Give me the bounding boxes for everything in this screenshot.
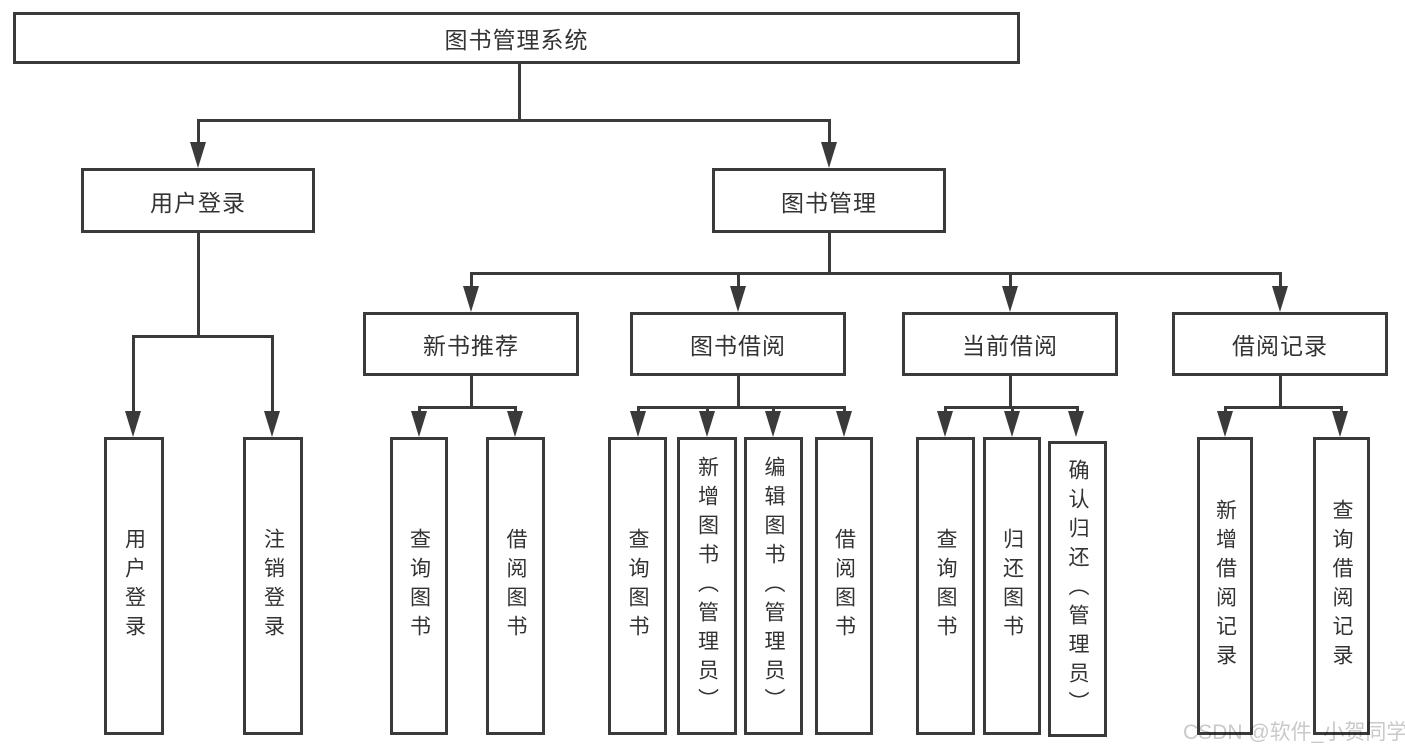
arrowhead-down bbox=[821, 142, 837, 168]
arrowhead-down bbox=[730, 286, 746, 312]
connector-user-login-drop-2 bbox=[271, 335, 274, 413]
arrowhead-down bbox=[699, 411, 715, 437]
leaf-label: 查询图书 bbox=[407, 528, 431, 644]
connector-records-rail bbox=[1224, 406, 1343, 409]
leaf-confirm-return-admin: 确认归还（管理员） bbox=[1048, 441, 1107, 737]
arrowhead-down bbox=[125, 411, 141, 437]
leaf-add-book-admin: 新增图书（管理员） bbox=[677, 437, 737, 735]
connector-current-drop-3 bbox=[1076, 406, 1079, 414]
leaf-label: 查询借阅记录 bbox=[1330, 499, 1353, 673]
connector-records-drop-1 bbox=[1224, 406, 1227, 414]
connector-borrow-drop-3 bbox=[772, 406, 775, 414]
connector-recommend-drop-1 bbox=[418, 406, 421, 414]
arrowhead-down bbox=[507, 411, 523, 437]
node-user-login: 用户登录 bbox=[81, 168, 315, 233]
arrowhead-down bbox=[1272, 286, 1288, 312]
leaf-label: 新增图书（管理员） bbox=[695, 455, 719, 717]
leaf-query-books-borrow: 查询图书 bbox=[608, 437, 667, 735]
leaf-label: 确认归还（管理员） bbox=[1066, 458, 1089, 720]
connector-level3-rail bbox=[470, 272, 1282, 275]
connector-level3-drop-2 bbox=[737, 272, 740, 290]
leaf-query-books-current: 查询图书 bbox=[916, 437, 975, 735]
connector-current-drop-1 bbox=[944, 406, 947, 414]
connector-user-login-stem bbox=[197, 233, 200, 336]
arrowhead-down bbox=[836, 411, 852, 437]
leaf-borrow-books: 借阅图书 bbox=[815, 437, 873, 735]
connector-recommend-drop-2 bbox=[514, 406, 517, 414]
connector-current-drop-2 bbox=[1011, 406, 1014, 414]
leaf-label: 借阅图书 bbox=[832, 528, 856, 644]
leaf-label: 借阅图书 bbox=[504, 528, 527, 644]
node-book-management: 图书管理 bbox=[712, 168, 946, 233]
leaf-label: 注销登录 bbox=[261, 528, 285, 644]
connector-records-drop-2 bbox=[1340, 406, 1343, 414]
connector-level3-drop-4 bbox=[1279, 272, 1282, 290]
node-label: 借阅记录 bbox=[1232, 333, 1328, 359]
node-label: 图书管理 bbox=[781, 189, 877, 216]
leaf-label: 查询图书 bbox=[626, 528, 649, 644]
connector-borrow-stem bbox=[737, 376, 740, 407]
node-library-management-system: 图书管理系统 bbox=[13, 12, 1020, 64]
node-borrow-records: 借阅记录 bbox=[1172, 312, 1388, 376]
leaf-return-books: 归还图书 bbox=[983, 437, 1041, 735]
node-label: 用户登录 bbox=[150, 189, 246, 216]
leaf-label: 用户登录 bbox=[122, 528, 146, 644]
leaf-add-borrow-record: 新增借阅记录 bbox=[1197, 437, 1253, 735]
connector-root-stem bbox=[518, 64, 521, 120]
leaf-label: 查询图书 bbox=[934, 528, 957, 644]
connector-level2-drop-right bbox=[828, 119, 831, 147]
arrowhead-down bbox=[264, 411, 280, 437]
node-label: 当前借阅 bbox=[962, 333, 1058, 359]
arrowhead-down bbox=[765, 411, 781, 437]
node-label: 图书借阅 bbox=[690, 333, 786, 359]
csdn-watermark: CSDN @软件_小贺同学 bbox=[1183, 721, 1405, 744]
connector-recommend-rail bbox=[418, 406, 517, 409]
arrowhead-down bbox=[1002, 286, 1018, 312]
connector-current-stem bbox=[1009, 376, 1012, 407]
arrowhead-down bbox=[411, 411, 427, 437]
node-new-book-recommend: 新书推荐 bbox=[363, 312, 579, 376]
arrowhead-down bbox=[1004, 411, 1020, 437]
connector-level2-drop-left bbox=[197, 119, 200, 147]
arrowhead-down bbox=[630, 411, 646, 437]
arrowhead-down bbox=[1217, 411, 1233, 437]
leaf-borrow-books-recommend: 借阅图书 bbox=[486, 437, 545, 735]
leaf-user-login: 用户登录 bbox=[104, 437, 164, 735]
leaf-label: 编辑图书（管理员） bbox=[762, 455, 785, 717]
connector-records-stem bbox=[1279, 376, 1282, 407]
arrowhead-down bbox=[937, 411, 953, 437]
connector-level2-rail bbox=[197, 119, 831, 122]
connector-level3-drop-1 bbox=[470, 272, 473, 290]
node-label: 新书推荐 bbox=[423, 333, 519, 359]
connector-book-mgmt-stem bbox=[828, 232, 831, 273]
node-book-borrow: 图书借阅 bbox=[630, 312, 846, 376]
leaf-label: 归还图书 bbox=[1000, 528, 1024, 644]
node-current-borrow: 当前借阅 bbox=[902, 312, 1118, 376]
arrowhead-down bbox=[190, 142, 206, 168]
connector-level3-drop-3 bbox=[1009, 272, 1012, 290]
connector-user-login-rail bbox=[132, 335, 274, 338]
connector-borrow-drop-2 bbox=[706, 406, 709, 414]
connector-borrow-drop-1 bbox=[637, 406, 640, 414]
arrowhead-down bbox=[1068, 411, 1084, 437]
connector-user-login-drop-1 bbox=[132, 335, 135, 413]
connector-recommend-stem bbox=[470, 376, 473, 407]
leaf-logout: 注销登录 bbox=[243, 437, 303, 735]
leaf-label: 新增借阅记录 bbox=[1213, 499, 1237, 673]
leaf-edit-book-admin: 编辑图书（管理员） bbox=[744, 437, 803, 735]
leaf-query-borrow-record: 查询借阅记录 bbox=[1313, 437, 1370, 735]
leaf-query-books-recommend: 查询图书 bbox=[390, 437, 448, 735]
node-label: 图书管理系统 bbox=[444, 27, 589, 53]
connector-borrow-drop-4 bbox=[843, 406, 846, 414]
arrowhead-down bbox=[1332, 411, 1348, 437]
arrowhead-down bbox=[463, 286, 479, 312]
connector-borrow-rail bbox=[637, 406, 846, 409]
